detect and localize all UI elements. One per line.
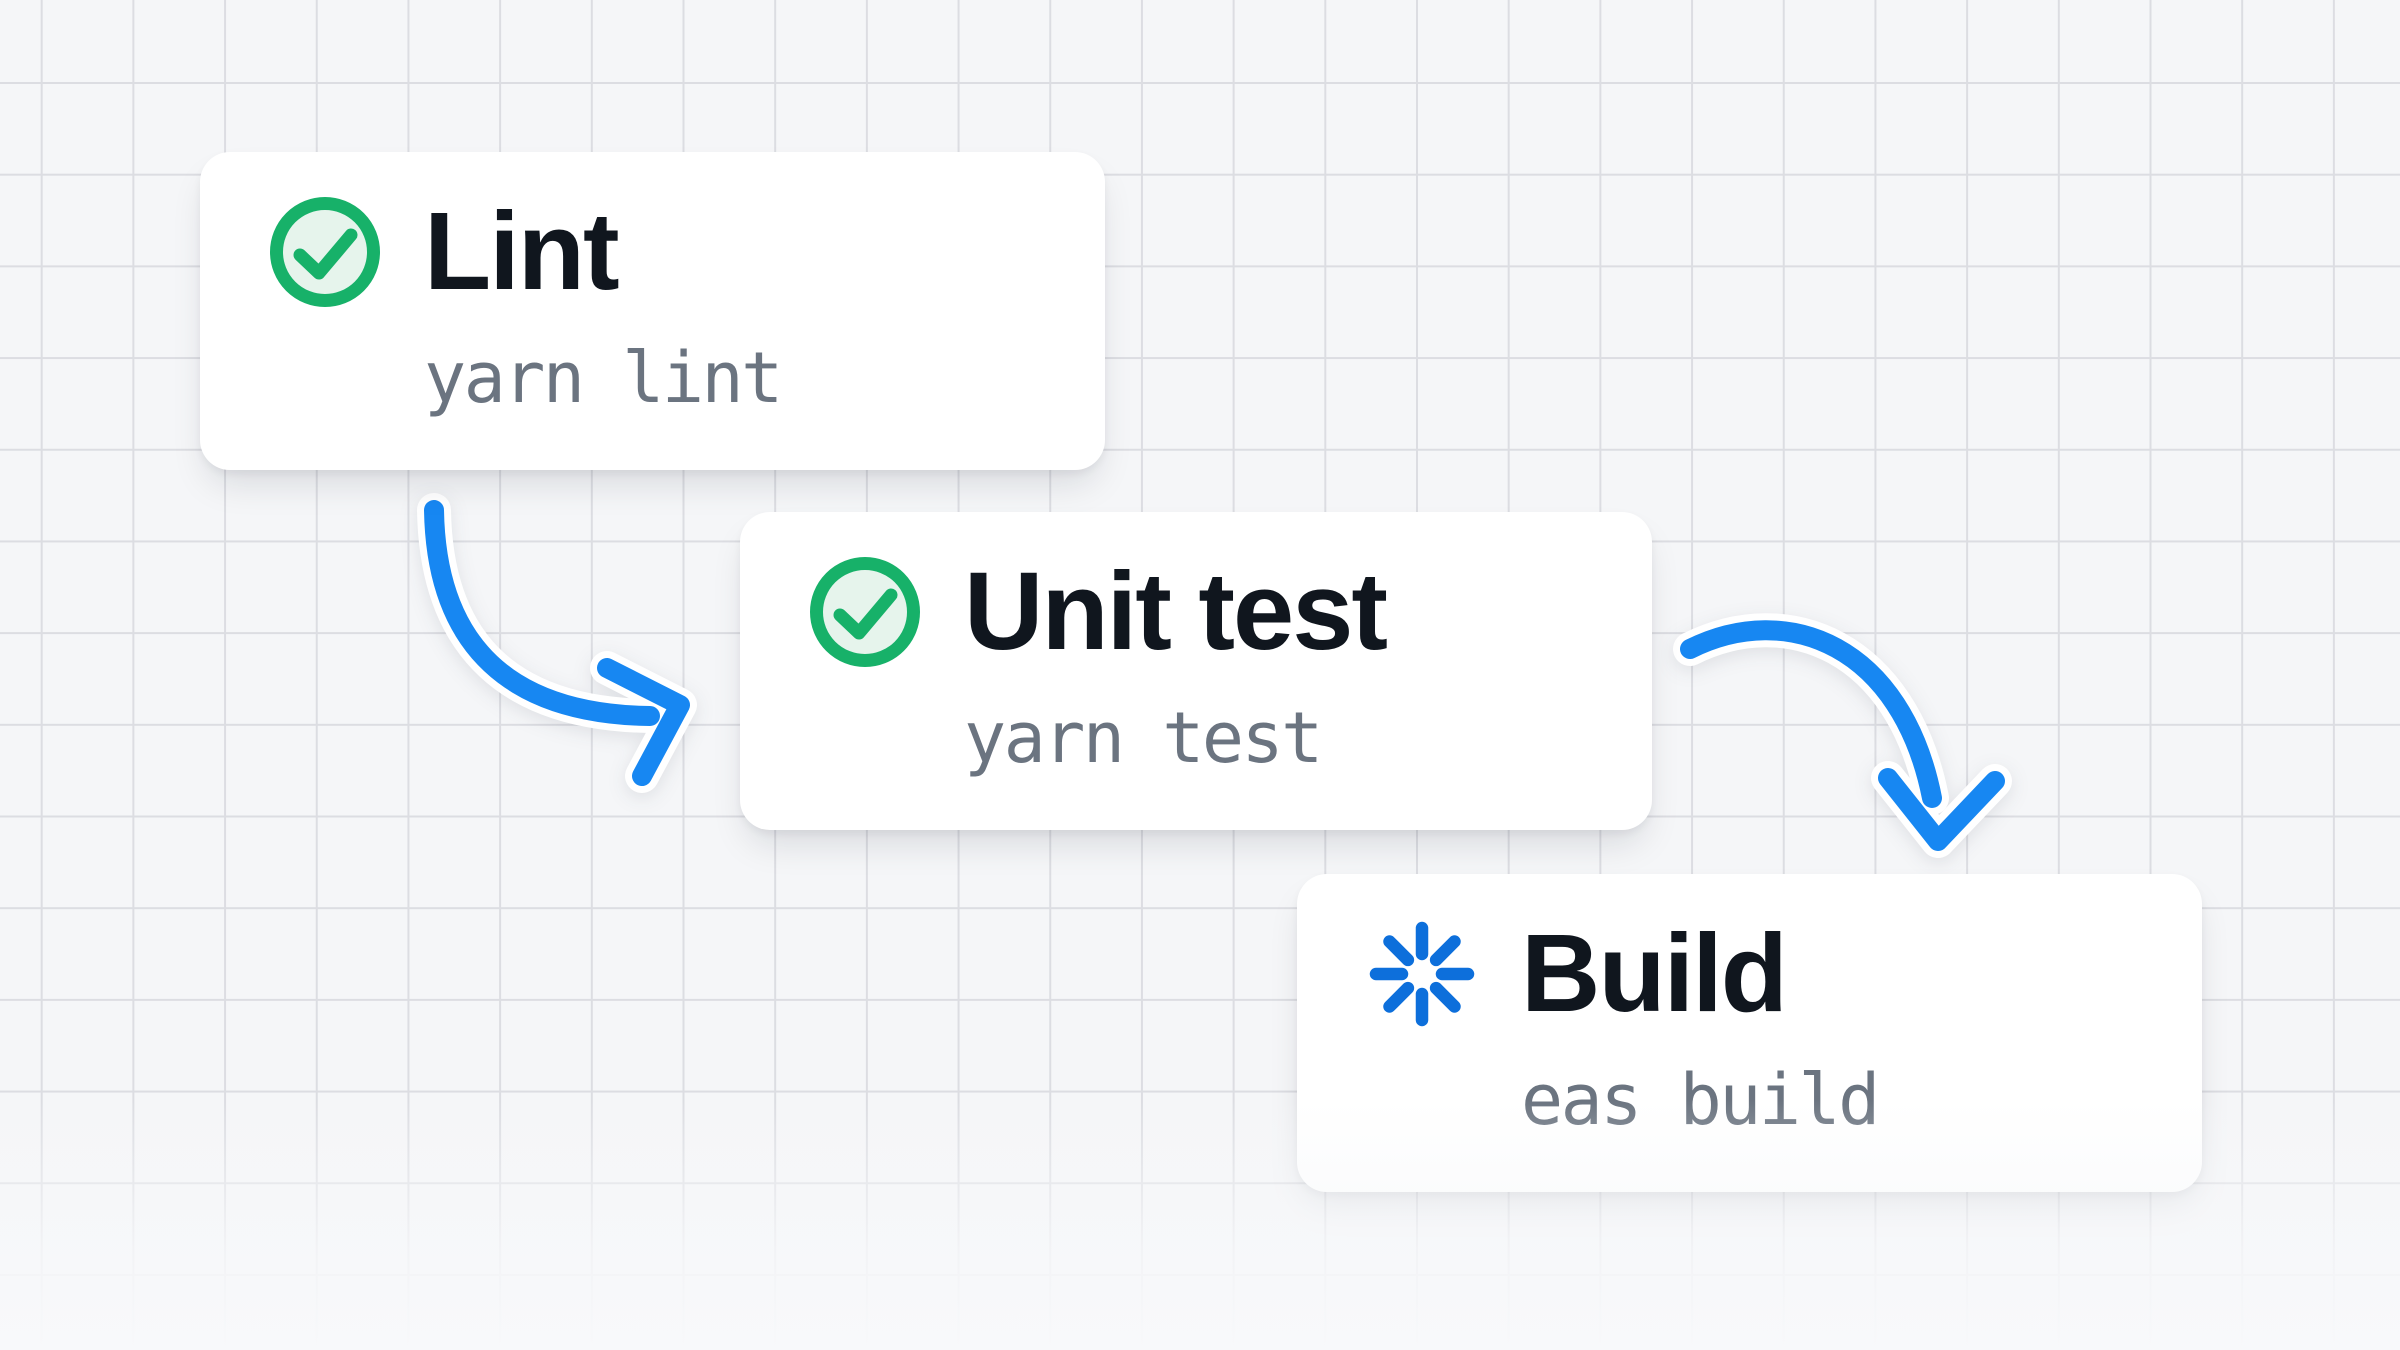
node-title: Lint (424, 190, 620, 313)
workflow-node-lint[interactable]: Lint yarn lint (200, 152, 1105, 470)
node-command: yarn test (964, 697, 1323, 779)
check-circle-icon (270, 197, 380, 307)
node-header: Build (1367, 919, 2162, 1029)
node-command: yarn lint (424, 337, 783, 419)
spinner-icon (1367, 919, 1477, 1029)
workflow-node-unit-test[interactable]: Unit test yarn test (740, 512, 1652, 830)
node-header: Unit test (810, 557, 1612, 667)
node-header: Lint (270, 197, 1065, 307)
node-title: Build (1521, 912, 1788, 1035)
check-circle-icon (810, 557, 920, 667)
node-title: Unit test (964, 550, 1388, 673)
grid-fade (0, 1100, 2400, 1350)
